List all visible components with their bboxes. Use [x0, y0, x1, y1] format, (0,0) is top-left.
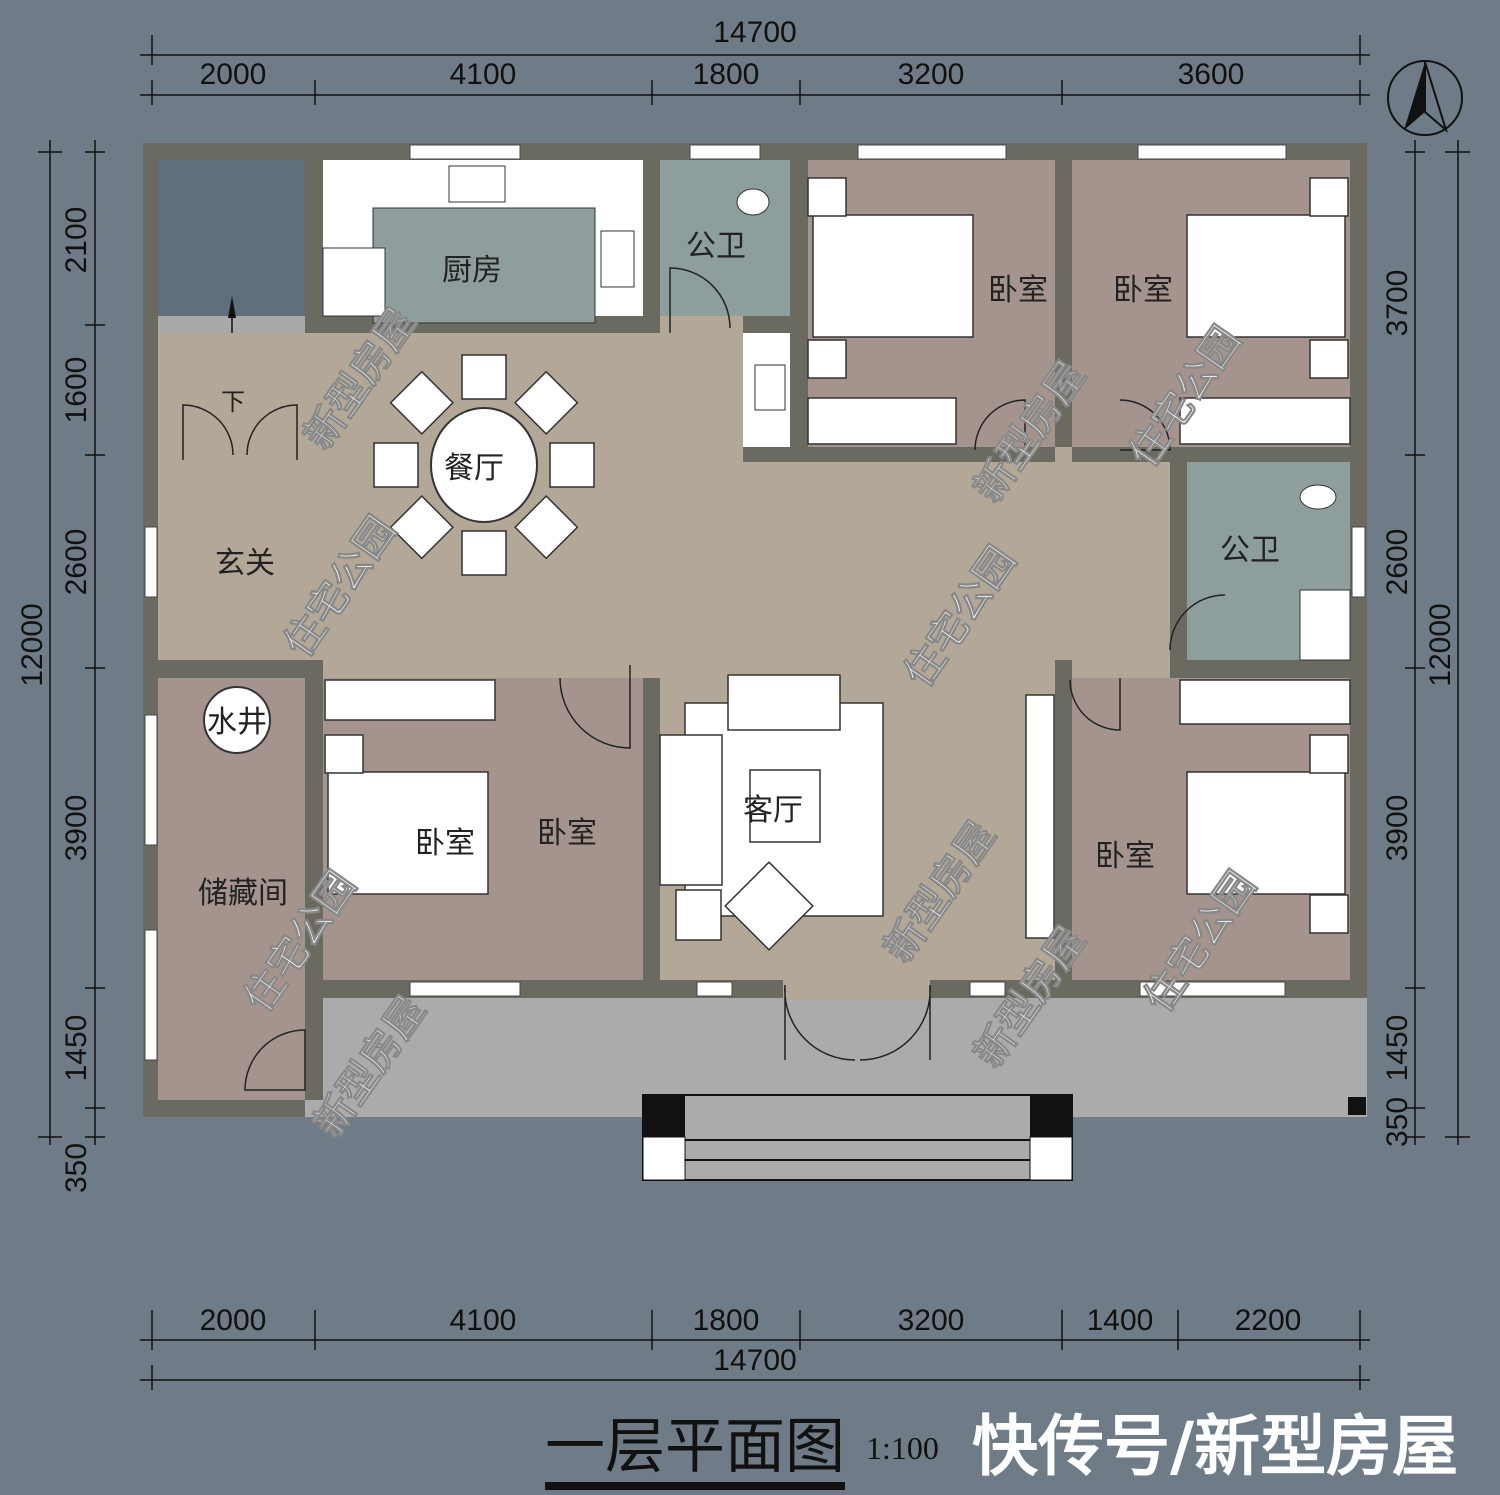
porch	[323, 998, 1367, 1100]
entry-steps	[642, 1094, 1073, 1181]
label-public-bath-right: 公卫	[1220, 533, 1280, 568]
dim-bottom-4: 3200	[898, 1304, 965, 1337]
label-living: 客厅	[743, 793, 803, 828]
label-storage: 储藏间	[198, 876, 288, 911]
label-bedroom-bottom-left: 卧室	[537, 816, 597, 851]
label-bedroom-top-2: 卧室	[1113, 273, 1173, 308]
dim-left-extra: 350	[60, 1143, 93, 1193]
dining-chair	[461, 354, 507, 400]
stove-icon	[600, 230, 635, 288]
label-kitchen: 厨房	[442, 253, 502, 288]
label-bedroom-top-1: 卧室	[988, 273, 1048, 308]
dining-table	[373, 354, 595, 576]
dim-left-5: 1450	[60, 1015, 93, 1082]
dim-right-3: 3900	[1381, 795, 1414, 862]
stair-void	[158, 160, 305, 316]
dining-chair	[389, 370, 454, 435]
dim-right-1: 3700	[1381, 270, 1414, 337]
dim-top-5: 3600	[1178, 58, 1245, 91]
dining-chair	[514, 370, 579, 435]
dim-right-4: 1450	[1381, 1015, 1414, 1082]
north-arrow-icon	[1387, 60, 1463, 136]
sink-icon	[448, 165, 506, 203]
dim-bottom-6: 2200	[1235, 1304, 1302, 1337]
dim-bottom-total: 14700	[713, 1344, 796, 1377]
dim-bottom-5: 1400	[1087, 1304, 1154, 1337]
doors	[182, 267, 1226, 1091]
dining-chair	[461, 530, 507, 576]
label-stair-down: 下	[221, 388, 245, 416]
credit-watermark: 快传号/新型房屋	[972, 1408, 1459, 1485]
dim-bottom-1: 2000	[200, 1304, 267, 1337]
dim-bottom-3: 1800	[693, 1304, 760, 1337]
well-icon	[203, 686, 271, 754]
sofa-set	[659, 674, 884, 951]
drawing-title: 一层平面图	[545, 1412, 845, 1490]
dimension-lines	[38, 35, 1470, 1390]
dim-top-4: 3200	[898, 58, 965, 91]
dining-chair	[389, 495, 454, 560]
dim-top-2: 4100	[450, 58, 517, 91]
label-bed-left: 卧室	[415, 826, 475, 861]
label-public-bath-top: 公卫	[686, 229, 746, 264]
windows	[144, 144, 1366, 1061]
dim-right-5: 350	[1381, 1097, 1414, 1147]
dim-left-2: 1600	[60, 357, 93, 424]
dim-left-1: 2100	[60, 207, 93, 274]
dining-chair	[373, 442, 419, 488]
label-dining: 餐厅	[444, 451, 504, 486]
toilet-icon	[1299, 484, 1337, 510]
dim-top-3: 1800	[693, 58, 760, 91]
dim-top-1: 2000	[200, 58, 267, 91]
stair-arrow-icon	[228, 296, 236, 318]
dim-bottom-2: 4100	[450, 1304, 517, 1337]
dim-top-total: 14700	[713, 16, 796, 49]
label-entry: 玄关	[215, 546, 275, 581]
dining-chair	[549, 442, 595, 488]
dim-left-4: 3900	[60, 795, 93, 862]
dim-left-total: 12000	[16, 603, 49, 686]
tv-cabinet	[1025, 694, 1055, 939]
drawing-scale: 1:100	[866, 1430, 939, 1466]
beds	[324, 177, 1351, 939]
dim-right-total: 12000	[1424, 603, 1457, 686]
toilet-icon	[736, 188, 770, 216]
dim-right-2: 2600	[1381, 529, 1414, 596]
public-bath-top	[660, 160, 790, 316]
dining-chair	[514, 495, 579, 560]
label-well: 水井	[207, 705, 267, 740]
label-bedroom-bottom-right: 卧室	[1095, 839, 1155, 874]
dim-left-3: 2600	[60, 529, 93, 596]
